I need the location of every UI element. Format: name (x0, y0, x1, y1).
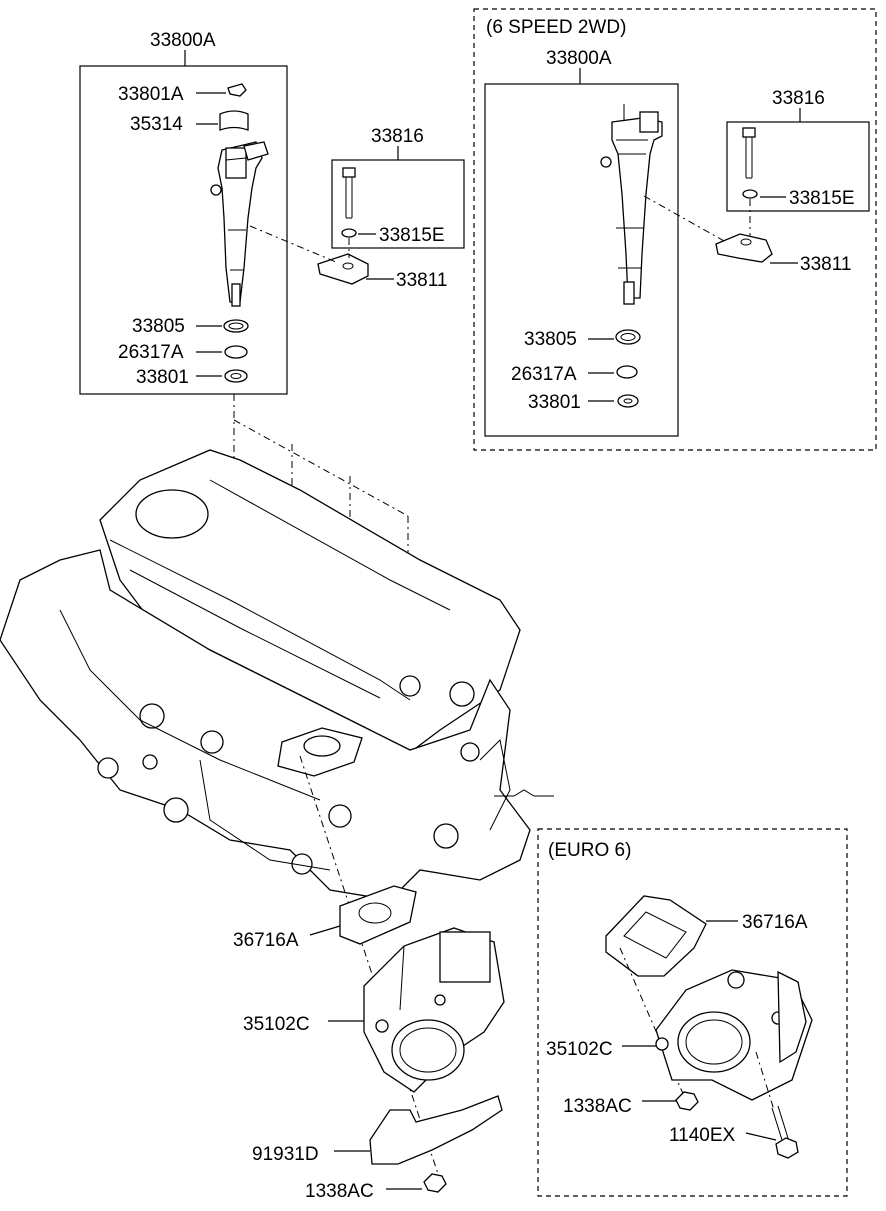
throttle-body-part (363, 927, 505, 1093)
label-left-33816[interactable]: 33816 (371, 126, 424, 147)
clamp-part (317, 253, 369, 285)
right-bolt-part (742, 127, 756, 179)
label-left-33811[interactable]: 33811 (396, 270, 447, 291)
right-injector-group: (6 SPEED 2WD) 33800A 33805 26317A 33801 … (473, 8, 877, 451)
euro6-bolt-part (755, 1051, 799, 1159)
label-right-33801[interactable]: 33801 (528, 392, 581, 413)
label-left-33805[interactable]: 33805 (132, 316, 185, 337)
label-euro6-36716a[interactable]: 36716A (742, 912, 808, 933)
left-throttle-group: 36716A 35102C 91931D 1338AC (233, 755, 505, 1202)
nut-part (423, 1173, 447, 1193)
euro6-throttle-body-part (655, 969, 813, 1101)
holder-part (219, 110, 249, 131)
label-left-36716a[interactable]: 36716A (233, 930, 299, 951)
right-oring-part (616, 365, 638, 379)
label-left-33815e[interactable]: 33815E (379, 225, 445, 246)
right-clamp-part (715, 233, 773, 263)
right-washer-e-part (742, 189, 758, 199)
right-injector-box (484, 83, 679, 437)
label-right-33811[interactable]: 33811 (800, 254, 851, 275)
label-right-26317a[interactable]: 26317A (511, 364, 577, 385)
label-left-33801[interactable]: 33801 (136, 367, 189, 388)
left-injector-group: 33800A 33801A 35314 33805 26317A (79, 30, 465, 395)
label-left-33800a[interactable]: 33800A (150, 30, 216, 51)
label-six-speed[interactable]: (6 SPEED 2WD) (486, 17, 626, 38)
euro6-dashed-box (537, 828, 848, 1197)
label-left-33801a[interactable]: 33801A (118, 84, 184, 105)
label-euro6-35102c[interactable]: 35102C (546, 1039, 613, 1060)
left-injector-box (79, 65, 288, 395)
label-left-35102c[interactable]: 35102C (243, 1014, 310, 1035)
seal-part (224, 369, 248, 383)
left-injector-part (210, 141, 269, 307)
label-right-33805[interactable]: 33805 (524, 329, 577, 350)
clip-part (227, 83, 247, 97)
label-right-33816[interactable]: 33816 (772, 88, 825, 109)
label-euro6-1140ex[interactable]: 1140EX (669, 1125, 736, 1146)
cylinder-head (0, 394, 554, 901)
oring-part (224, 345, 248, 359)
bolt-part (342, 167, 356, 219)
label-right-33815e[interactable]: 33815E (789, 188, 855, 209)
gasket-part (339, 885, 417, 945)
euro6-throttle-group: (EURO 6) 36716A 35102C 1338AC (537, 828, 848, 1197)
label-left-35314[interactable]: 35314 (130, 114, 183, 135)
label-left-91931d[interactable]: 91931D (252, 1144, 319, 1165)
right-injector-part (600, 104, 663, 305)
washer-part (223, 319, 249, 333)
label-left-1338ac[interactable]: 1338AC (305, 1181, 374, 1202)
right-bolt-box (726, 121, 870, 212)
label-euro6[interactable]: (EURO 6) (548, 840, 631, 861)
right-seal-part (617, 394, 639, 408)
label-right-33800a[interactable]: 33800A (546, 48, 612, 69)
label-euro6-1338ac[interactable]: 1338AC (563, 1096, 632, 1117)
right-washer-part (615, 329, 641, 345)
euro6-gasket-part (605, 895, 707, 977)
bracket-part (369, 1095, 503, 1165)
label-left-26317a[interactable]: 26317A (118, 342, 184, 363)
euro6-nut-part (675, 1091, 699, 1111)
six-speed-dashed-box (473, 8, 877, 451)
washer-e-part (341, 228, 357, 238)
